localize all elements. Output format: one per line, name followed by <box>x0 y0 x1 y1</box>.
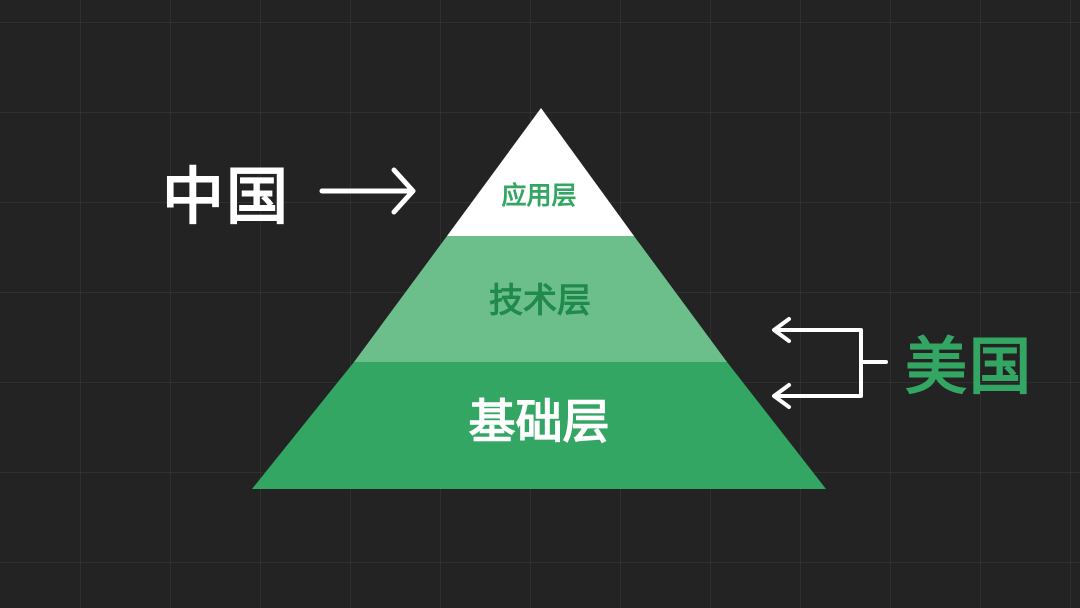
usa-bracket-arrows-icon <box>772 317 888 409</box>
pyramid-bottom-layer <box>252 362 826 489</box>
middle-layer-label: 技术层 <box>489 281 591 321</box>
top-layer-label: 应用层 <box>501 181 576 210</box>
china-arrow-icon <box>319 167 416 215</box>
pyramid-middle-layer <box>354 236 727 362</box>
china-label: 中国 <box>162 160 291 233</box>
usa-label: 美国 <box>905 330 1034 403</box>
bottom-layer-label: 基础层 <box>469 395 610 450</box>
pyramid-top-layer <box>447 108 634 236</box>
